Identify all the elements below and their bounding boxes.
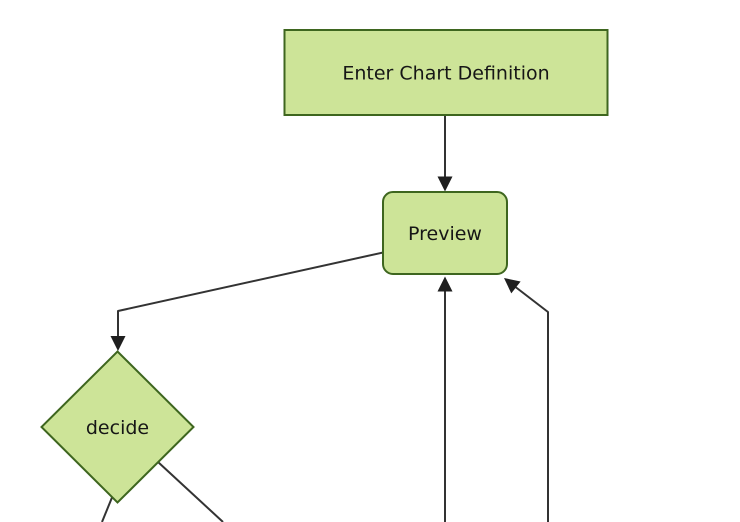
arrowhead-into-preview-top-icon	[437, 176, 453, 192]
edge-decide-to-offscreen-left-line	[101, 497, 113, 522]
arrowhead-into-preview-bottom-icon	[437, 276, 453, 292]
edge-offscreen-right-to-preview-line	[514, 286, 549, 522]
node-enter-chart-definition-label: Enter Chart Definition	[342, 63, 549, 85]
node-enter-chart-definition: Enter Chart Definition	[283, 29, 609, 116]
arrowhead-into-preview-corner-icon	[504, 278, 521, 294]
edge-decide-to-offscreen-right	[157, 461, 224, 522]
node-preview-label: Preview	[408, 223, 482, 245]
node-decide-shape	[40, 350, 195, 504]
edge-preview-to-decide	[110, 251, 384, 351]
edge-decide-to-offscreen-right-line	[157, 461, 224, 522]
node-decide-label: decide	[86, 417, 149, 439]
edge-offscreen-left-to-preview	[437, 276, 453, 522]
node-preview-shape	[382, 191, 508, 275]
node-preview: Preview	[382, 191, 508, 275]
node-enter-chart-definition-shape	[283, 29, 609, 116]
edge-offscreen-right-to-preview	[504, 278, 549, 522]
edge-decide-to-offscreen-left	[101, 497, 113, 522]
arrowhead-into-decide-top-icon	[110, 336, 126, 351]
edge-enter-to-preview	[437, 115, 453, 192]
edge-preview-to-decide-line	[117, 251, 384, 337]
node-decide: decide	[40, 350, 195, 504]
